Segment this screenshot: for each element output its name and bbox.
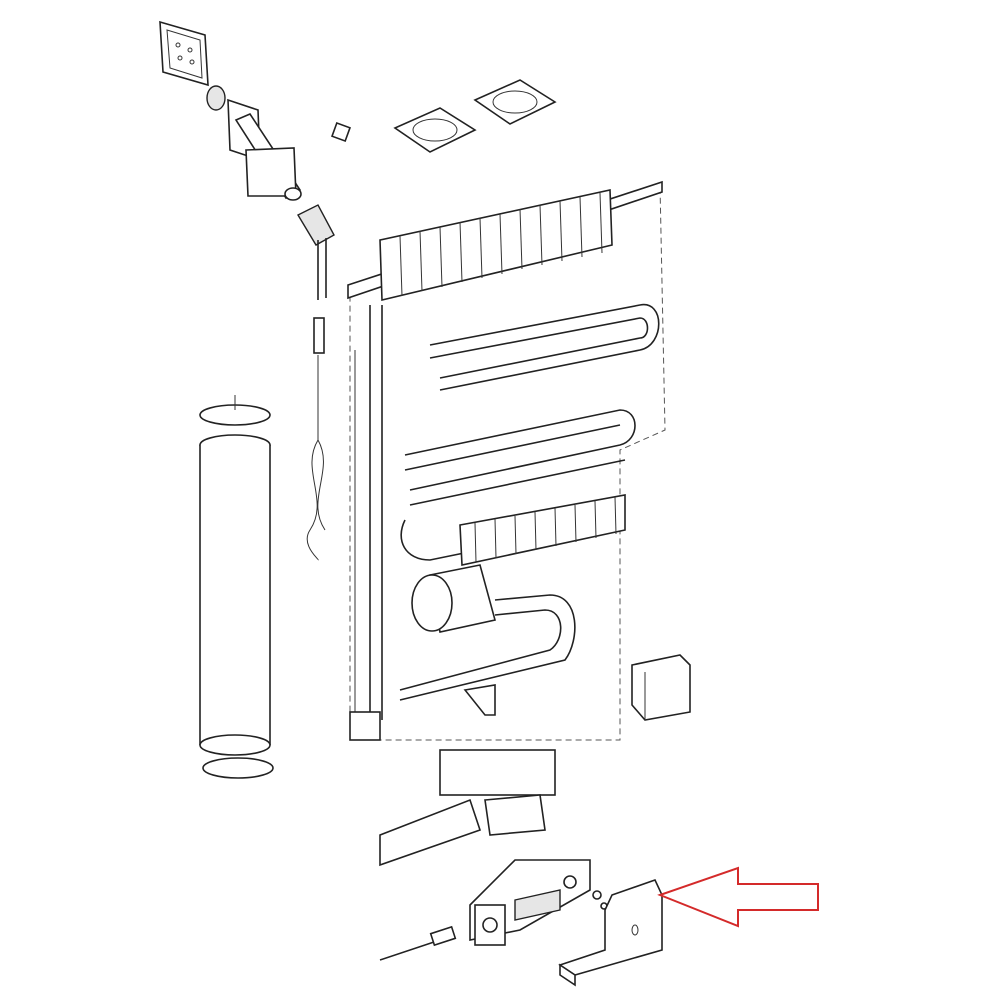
flue-pipe: [227, 98, 335, 300]
condenser: [379, 189, 613, 302]
gas-line: [379, 925, 457, 961]
mounting-bracket: [558, 879, 663, 987]
boiler-canister: [379, 749, 556, 867]
fan: [473, 79, 557, 125]
reservoir: [399, 564, 576, 716]
thermocouple-wire: [306, 317, 326, 561]
burner-assembly: [469, 859, 608, 946]
absorber-coil: [459, 494, 626, 566]
highlight-arrow: [657, 866, 819, 928]
burner-tube: [199, 395, 274, 779]
evaporator-tubes: [400, 304, 660, 561]
cover-box: [631, 654, 691, 721]
vent-plate: [159, 20, 226, 111]
small-fitting: [331, 122, 351, 142]
fan: [393, 107, 477, 153]
